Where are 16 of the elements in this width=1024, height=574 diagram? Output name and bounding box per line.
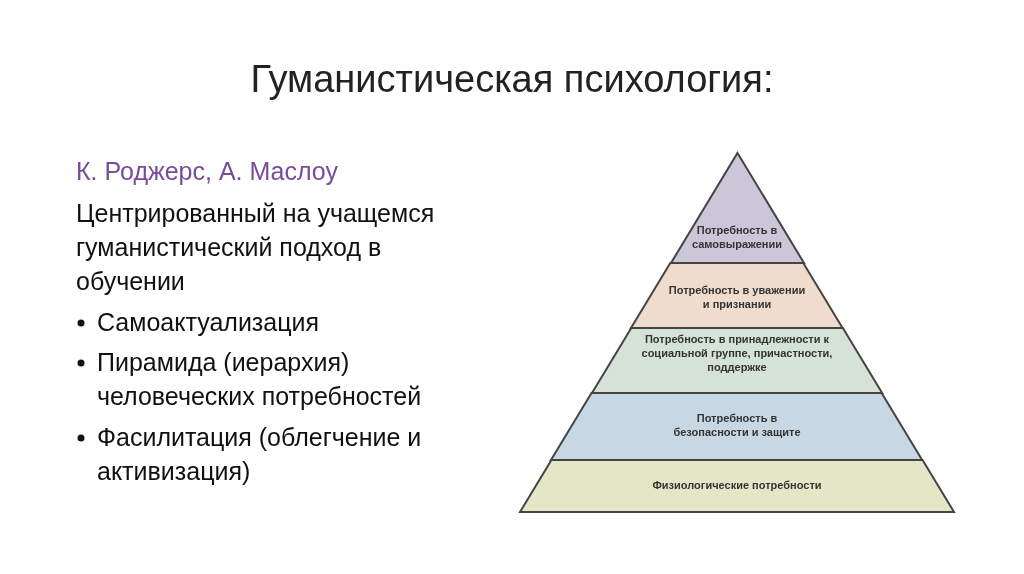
bullet-item: Самоактуализация: [97, 307, 321, 338]
bullet-item: Фасилитация (облегчение и активизация): [97, 422, 423, 487]
level-text: Потребность в самовыражении: [690, 223, 783, 251]
bullet-item: Пирамида (иерархия) человеческих потребностей: [97, 347, 423, 412]
paragraph: Центрированный на учащемся гуманистический подход в обучении: [76, 198, 436, 297]
level-text: Физиологические потребности: [652, 478, 822, 492]
slide-title: Гуманистическая психология:: [249, 58, 775, 101]
level-text: Потребность в уважении и признании: [667, 283, 807, 311]
pyramid-level: [670, 153, 804, 263]
pyramid-level: [631, 263, 843, 328]
pyramid-level: [520, 460, 954, 512]
level-text: Потребность в принадлежности к социальной группе, причастности, поддержке: [640, 332, 834, 374]
pyramid-level: [591, 328, 883, 393]
level-text: Потребность в безопасности и защите: [672, 411, 802, 439]
pyramid-level: [551, 393, 923, 460]
author-names: К. Роджерс, А. Маслоу: [76, 156, 339, 187]
